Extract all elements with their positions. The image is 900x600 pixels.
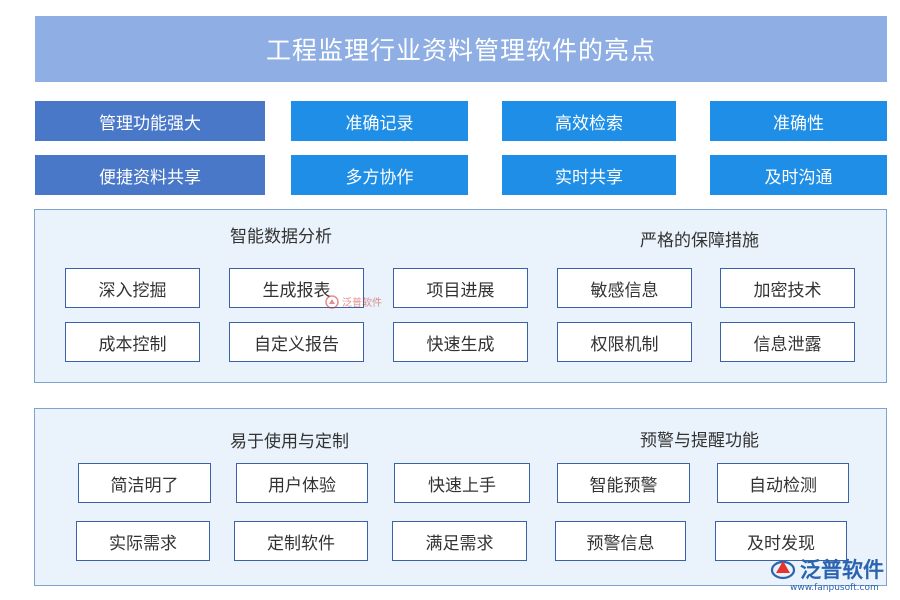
brand-logo-url: www.fanpusoft.com <box>790 583 879 593</box>
highlight-powerful-management: 管理功能强大 <box>35 101 265 141</box>
item-permission: 权限机制 <box>557 322 692 362</box>
item-cost-control: 成本控制 <box>65 322 200 362</box>
item-deep-mining: 深入挖掘 <box>65 268 200 308</box>
brand-logo-name: 泛普软件 <box>800 558 884 582</box>
highlight-efficient-search: 高效检索 <box>502 101 676 141</box>
highlight-realtime-sharing: 实时共享 <box>502 155 676 195</box>
item-smart-alert: 智能预警 <box>557 463 690 503</box>
brand-logo-icon <box>770 560 796 580</box>
watermark-text: 泛普软件 <box>342 298 382 309</box>
item-meet-needs: 满足需求 <box>392 521 527 561</box>
item-simple-clear: 简洁明了 <box>78 463 211 503</box>
highlight-timely-communication: 及时沟通 <box>710 155 887 195</box>
item-actual-needs: 实际需求 <box>76 521 210 561</box>
highlight-convenient-sharing: 便捷资料共享 <box>35 155 265 195</box>
section-title-usability: 易于使用与定制 <box>230 432 349 452</box>
item-info-leak: 信息泄露 <box>720 322 855 362</box>
watermark-logo-icon <box>325 294 339 309</box>
brand-logo: 泛普软件 <box>770 554 884 584</box>
section-title-security-measures: 严格的保障措施 <box>640 231 759 251</box>
item-timely-discover: 及时发现 <box>715 521 847 561</box>
highlight-accuracy: 准确性 <box>710 101 887 141</box>
item-quick-start: 快速上手 <box>394 463 530 503</box>
page-title: 工程监理行业资料管理软件的亮点 <box>35 16 887 82</box>
item-project-progress: 项目进展 <box>393 268 528 308</box>
watermark: 泛普软件 <box>325 294 382 309</box>
highlight-accurate-record: 准确记录 <box>291 101 468 141</box>
section-title-alerts: 预警与提醒功能 <box>640 431 759 451</box>
highlight-multi-collaboration: 多方协作 <box>291 155 468 195</box>
item-custom-report: 自定义报告 <box>229 322 364 362</box>
item-user-experience: 用户体验 <box>236 463 368 503</box>
item-encryption: 加密技术 <box>720 268 855 308</box>
item-auto-detect: 自动检测 <box>717 463 849 503</box>
item-fast-generate: 快速生成 <box>393 322 528 362</box>
section-title-data-analysis: 智能数据分析 <box>230 227 332 247</box>
item-custom-software: 定制软件 <box>234 521 368 561</box>
item-alert-info: 预警信息 <box>555 521 686 561</box>
item-generate-report: 生成报表 <box>229 268 364 308</box>
item-sensitive-info: 敏感信息 <box>557 268 692 308</box>
